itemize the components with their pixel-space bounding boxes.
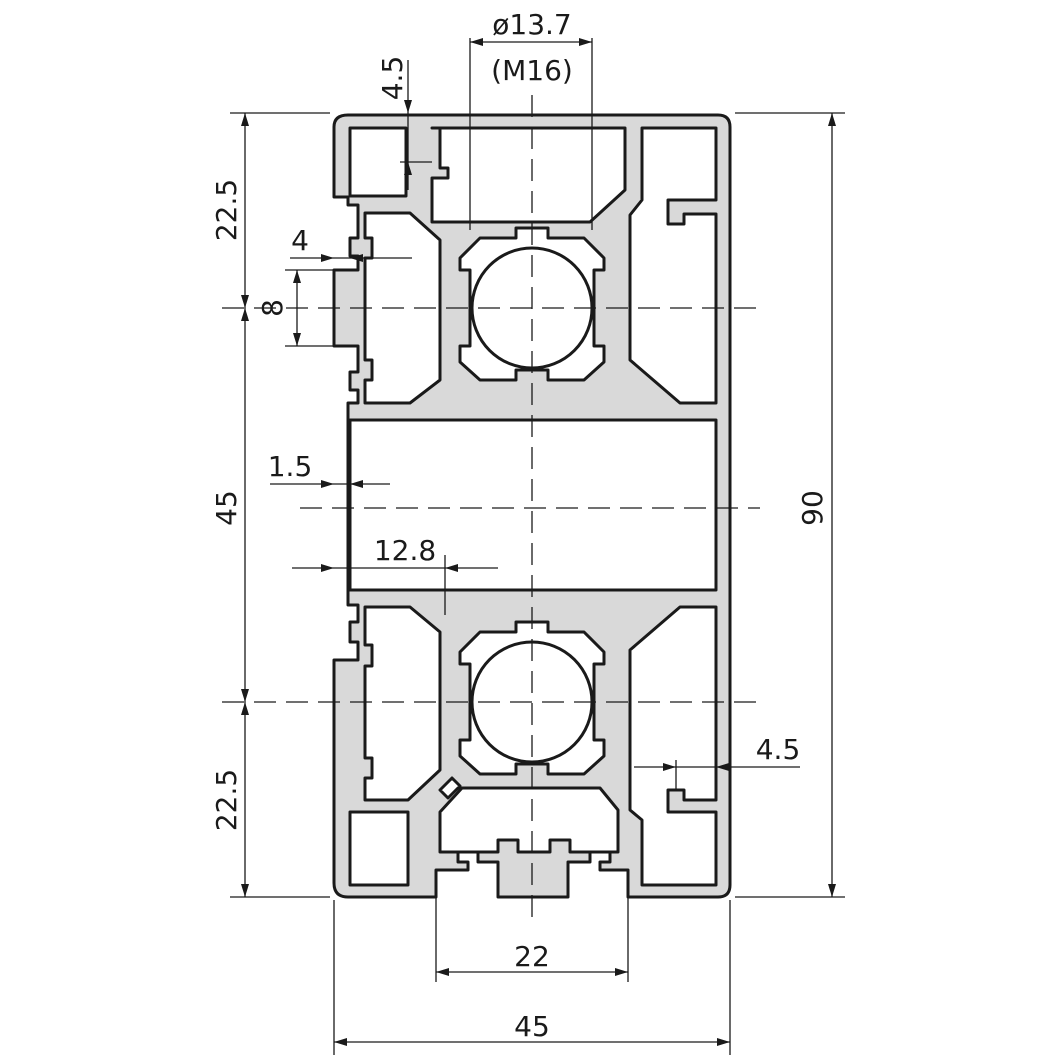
slot-depth-top-lines xyxy=(400,60,432,190)
bottom-dimension-lines xyxy=(333,880,731,1055)
core-offset-lines xyxy=(292,555,498,615)
right-dimension-lines xyxy=(735,112,845,898)
middle-section-label: 45 xyxy=(210,490,243,526)
slot-width-bottom-label: 22 xyxy=(514,940,550,973)
left-dimension-lines xyxy=(230,112,330,898)
bore-dimension-lines xyxy=(469,38,593,230)
thread-label: (M16) xyxy=(491,54,573,87)
slot-depth-top-label: 4.5 xyxy=(376,56,409,101)
center-lines xyxy=(222,95,760,920)
total-width-label: 45 xyxy=(514,1010,550,1043)
slot-lip-label: 4 xyxy=(291,224,309,257)
wall-thickness-label: 1.5 xyxy=(268,450,313,483)
slot-depth-right-lines xyxy=(634,760,800,790)
top-section-label: 22.5 xyxy=(210,179,243,241)
wall-thickness-lines xyxy=(270,480,390,488)
bottom-section-label: 22.5 xyxy=(210,769,243,831)
core-offset-label: 12.8 xyxy=(374,534,436,567)
total-height-label: 90 xyxy=(796,490,829,526)
slot-depth-right-label: 4.5 xyxy=(756,733,801,766)
slot-width-side-label: 8 xyxy=(256,299,289,317)
bore-diameter-label: ø13.7 xyxy=(492,8,571,41)
side-slot-lines xyxy=(285,254,412,347)
